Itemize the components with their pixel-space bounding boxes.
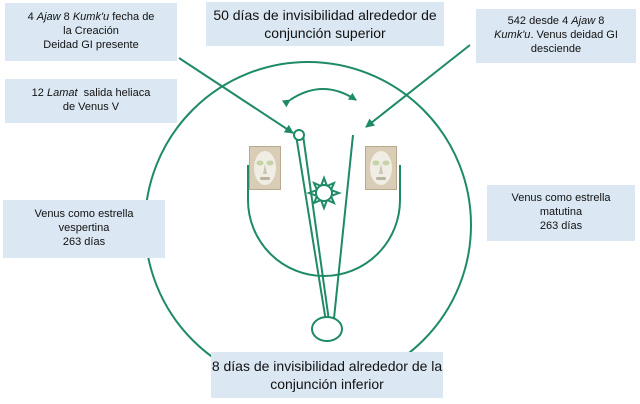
superior-line-2: conjunción superior	[264, 25, 386, 41]
creation-line-3: Deidad GI presente	[43, 38, 139, 51]
inferior-conjunction-point	[311, 316, 343, 342]
descent-box: 542 desde 4 Ajaw 8 Kumk'u. Venus deidad …	[476, 9, 636, 63]
outer-orbit	[144, 61, 472, 389]
jade-mask-icon	[365, 146, 397, 190]
inferior-line-1: 8 días de invisibilidad alrededor de la	[211, 357, 443, 374]
heliacal-line-2: de Venus V	[62, 101, 120, 113]
inferior-line-2: conjunción inferior	[270, 376, 384, 392]
heliacal-rising-box: 12 Lamat salida heliaca de Venus V	[5, 79, 177, 123]
creation-line-1: 4 Ajaw 8 Kumk'u fecha de	[27, 11, 155, 24]
evening-star-box: Venus como estrella vespertina 263 días	[3, 200, 165, 258]
heliacal-rise-point	[293, 129, 305, 141]
creation-line-2: la Creación	[63, 25, 119, 38]
evening-line-2: vespertina	[58, 222, 110, 235]
sightline-right	[332, 134, 354, 329]
evening-line-3: 263 días	[62, 235, 106, 248]
morning-line-1: Venus como estrella	[511, 192, 611, 205]
evening-line-1: Venus como estrella	[34, 208, 134, 221]
heliacal-line-1: 12 Lamat salida heliaca	[31, 87, 151, 100]
creation-date-box: 4 Ajaw 8 Kumk'u fecha de la Creación Dei…	[5, 3, 177, 61]
morning-line-2: matutina	[539, 206, 583, 219]
superior-line-1: 50 días de invisibilidad alrededor de	[213, 6, 437, 23]
morning-star-box: Venus como estrella matutina 263 días	[487, 185, 635, 241]
sun-icon	[306, 175, 342, 211]
arrow-creation	[178, 57, 294, 134]
descent-line-2: Kumk'u. Venus deidad GI	[494, 29, 618, 42]
superior-conjunction-box: 50 días de invisibilidad alrededor de co…	[206, 2, 444, 46]
sightline-center	[302, 134, 331, 329]
inferior-conjunction-box: 8 días de invisibilidad alrededor de la …	[211, 352, 443, 398]
descent-line-1: 542 desde 4 Ajaw 8	[507, 15, 605, 28]
sightline-left	[295, 134, 328, 329]
descent-line-3: desciende	[530, 42, 582, 55]
morning-line-3: 263 días	[539, 219, 583, 232]
jade-mask-icon	[249, 146, 281, 190]
superior-arc-arrow	[281, 88, 357, 108]
inner-orbit	[247, 165, 401, 277]
arrow-descent	[365, 44, 471, 128]
